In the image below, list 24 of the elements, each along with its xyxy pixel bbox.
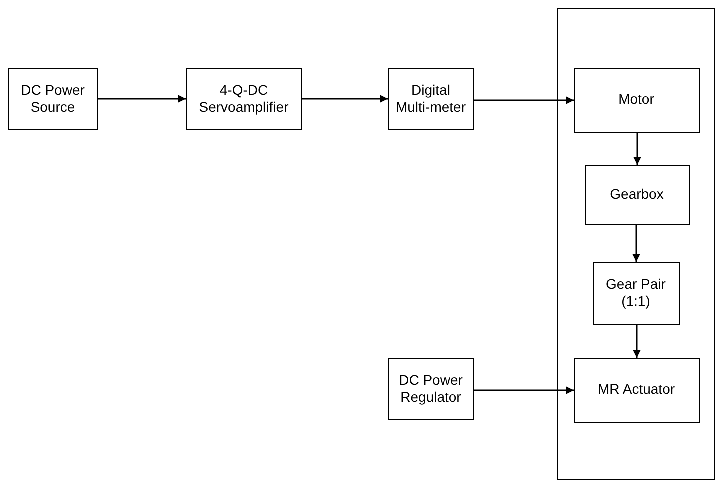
arrow [474, 386, 574, 394]
process-box [8, 68, 98, 130]
group-frame [557, 8, 715, 480]
box-label: DC Power Regulator [398, 372, 464, 406]
process-box [186, 68, 302, 130]
box-label: DC Power Source [20, 82, 86, 116]
process-box [592, 262, 680, 324]
process-box [574, 68, 700, 132]
arrow [98, 95, 186, 103]
box-label: MR Actuator [598, 381, 676, 399]
process-box [388, 68, 474, 130]
arrow [633, 325, 641, 358]
process-box [574, 358, 700, 422]
box-label: Digital Multi-meter [395, 82, 467, 116]
arrow [634, 133, 642, 165]
arrow [632, 225, 640, 262]
box-label: Motor [618, 91, 654, 109]
box-label: 4-Q-DC Servoamplifier [198, 82, 290, 116]
process-box [584, 164, 690, 224]
box-label: Gear Pair (1:1) [605, 276, 667, 310]
box-label: Gearbox [610, 186, 664, 204]
process-box [388, 358, 474, 420]
arrow [302, 95, 388, 103]
arrow [474, 96, 574, 104]
